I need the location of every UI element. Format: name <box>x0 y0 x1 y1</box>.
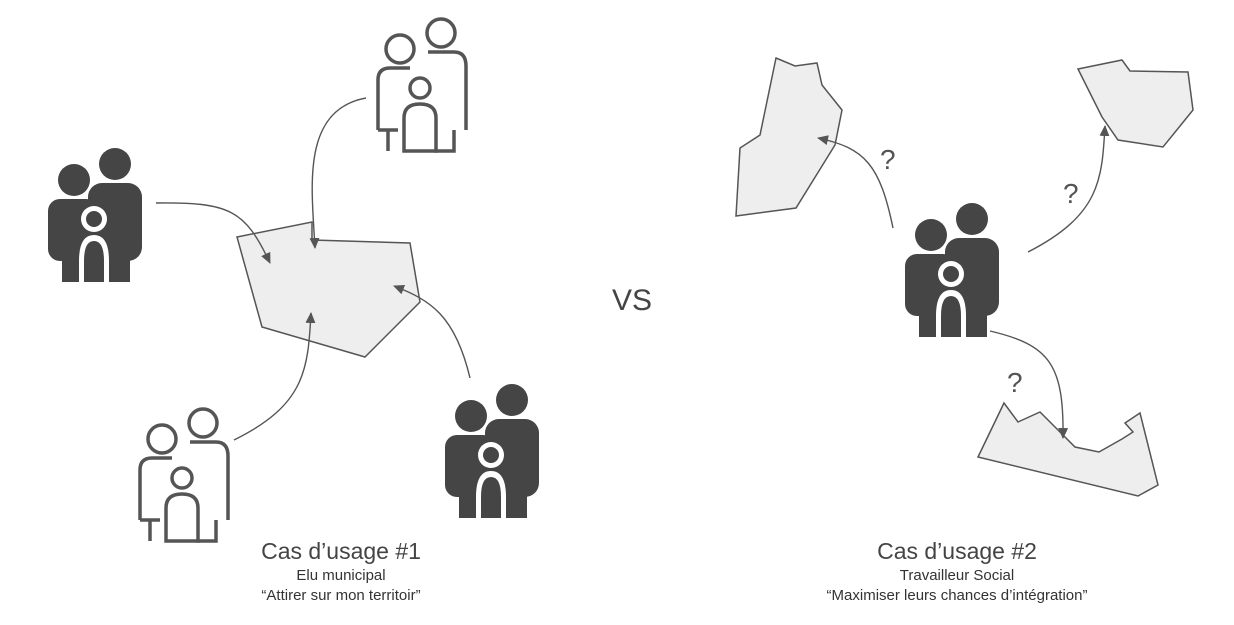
arrow <box>155 202 271 264</box>
family-filled-icon <box>48 148 142 282</box>
use-case-2-quote: “Maximiser leurs chances d’intégration” <box>826 587 1088 604</box>
arrow <box>1027 125 1110 253</box>
territory-shape <box>735 56 843 217</box>
use-case-1-title: Cas d’usage #1 <box>261 538 421 564</box>
family-filled-icon <box>445 384 539 518</box>
territory-shape <box>236 221 421 358</box>
family-filled-icon <box>905 203 999 337</box>
use-case-1 <box>48 17 539 543</box>
arrow <box>233 312 316 441</box>
question-mark: ? <box>880 144 896 175</box>
territory-shape <box>1076 59 1194 148</box>
use-case-2-title: Cas d’usage #2 <box>877 538 1037 564</box>
family-outline-icon <box>376 17 468 153</box>
use-case-2-role: Travailleur Social <box>899 567 1015 584</box>
use-case-1-role: Elu municipal <box>296 567 386 584</box>
use-case-1-quote: “Attirer sur mon territoir” <box>261 587 421 604</box>
family-outline-icon <box>138 407 230 543</box>
question-mark: ? <box>1063 178 1079 209</box>
arrow <box>309 97 367 249</box>
use-case-2 <box>735 56 1194 497</box>
arrow <box>989 330 1069 439</box>
question-mark: ? <box>1007 367 1023 398</box>
arrow <box>817 135 894 229</box>
arrow <box>393 284 471 379</box>
versus-label: VS <box>612 284 653 317</box>
territory-shape <box>976 401 1159 497</box>
